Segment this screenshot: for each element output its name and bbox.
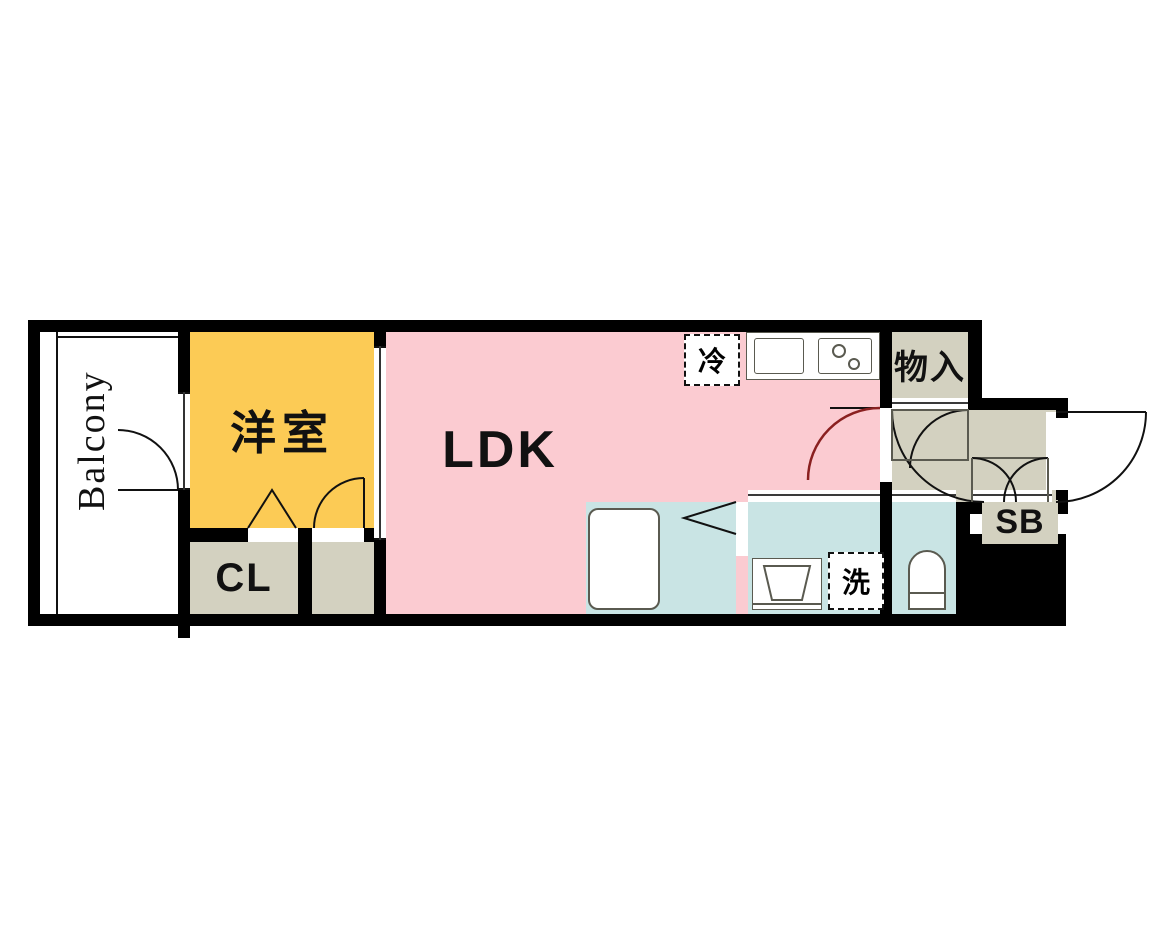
doorway-bedroom-closet[interactable] xyxy=(248,528,298,542)
room-shoe-box xyxy=(982,500,1058,544)
closet-label: CL xyxy=(215,555,273,600)
wall-entry-block xyxy=(956,534,1066,626)
wall-bath-bottom xyxy=(574,614,974,626)
fridge-marker: 冷 xyxy=(684,334,740,386)
room-storage xyxy=(892,332,968,398)
sill-storage xyxy=(892,402,968,404)
storage-label: 物入 xyxy=(894,347,966,388)
wall-storage-right xyxy=(968,320,982,410)
kitchen-sink-basin xyxy=(754,338,804,374)
wall-closet-bottom xyxy=(178,614,386,626)
room-closet-secondary xyxy=(312,542,374,614)
wall-ldk-bottom xyxy=(374,614,586,626)
doorway-bedroom-to-ldk[interactable] xyxy=(312,528,364,542)
sill-sb xyxy=(972,494,1052,496)
wall-entry-top xyxy=(956,398,1068,412)
bedroom-label: 洋室 xyxy=(230,406,334,460)
toilet-bowl xyxy=(908,550,946,594)
wall-outer-left xyxy=(28,320,40,626)
stove-burner-small-icon xyxy=(848,358,860,370)
doorway-ldk-to-hall[interactable] xyxy=(880,408,892,482)
room-entry-hall-left xyxy=(892,410,968,502)
toilet-tank xyxy=(908,592,946,610)
wall-closet-divider xyxy=(298,528,312,626)
shoe-box-label: SB xyxy=(995,502,1045,541)
doorway-toilet-top[interactable] xyxy=(892,490,956,502)
wall-outer-top xyxy=(28,320,980,332)
sill-washroom xyxy=(748,494,880,496)
ldk-label: LDK xyxy=(442,421,558,479)
window-balcony-bedroom-line xyxy=(183,392,185,490)
wall-entry-block-bottom xyxy=(956,614,1066,626)
vanity-counter xyxy=(752,558,822,610)
room-closet xyxy=(190,542,298,614)
stove-top xyxy=(818,338,872,374)
door-arc-entrance xyxy=(1055,411,1147,503)
sill-toilet xyxy=(892,494,956,496)
balcony-rail-line xyxy=(56,332,58,614)
window-bedroom-ldk-line xyxy=(379,346,381,540)
doorway-bath-entry[interactable] xyxy=(736,502,748,556)
bathtub-fixture xyxy=(588,508,660,610)
doorway-entry-front[interactable] xyxy=(1046,412,1056,490)
washer-marker: 洗 xyxy=(828,552,884,610)
doorway-storage-bottom[interactable] xyxy=(892,398,968,410)
balcony-rail-top xyxy=(56,336,178,338)
balcony-label: Balcony xyxy=(71,370,113,512)
stove-burner-large-icon xyxy=(832,344,846,358)
wall-entry-right xyxy=(1054,398,1068,418)
doorway-washroom-top[interactable] xyxy=(748,490,880,502)
doorway-hall-to-sb[interactable] xyxy=(972,490,1052,502)
